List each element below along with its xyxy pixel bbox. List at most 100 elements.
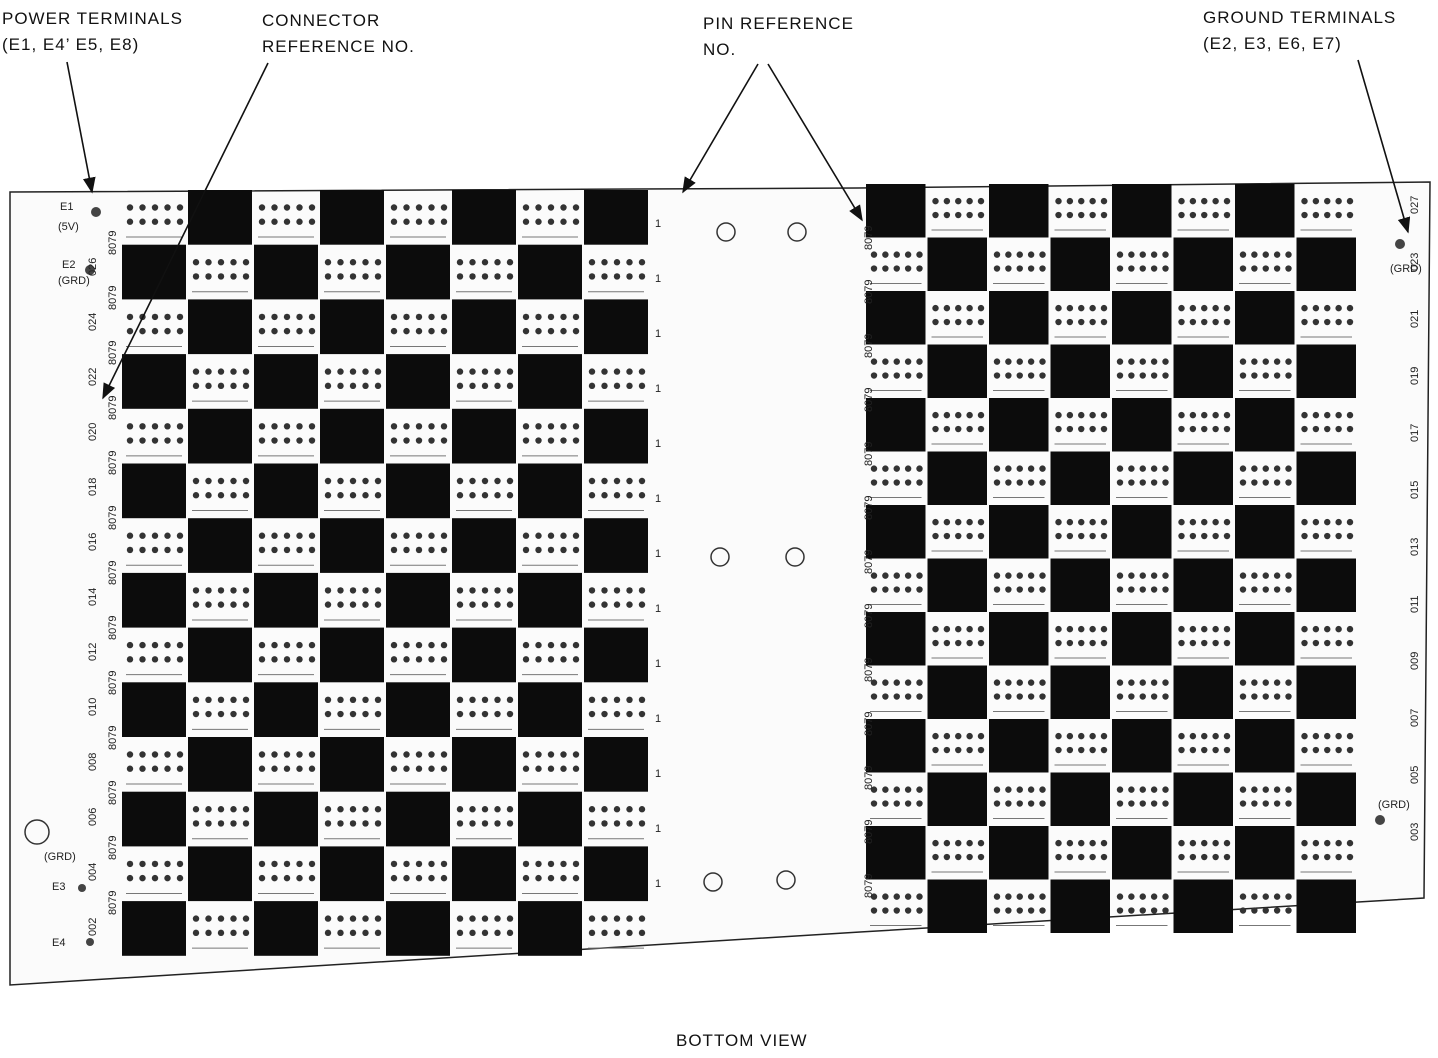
connector-body (1173, 879, 1233, 933)
pin-number-label: 8079 (863, 226, 875, 250)
pin-field (258, 641, 316, 676)
connector-body (386, 463, 450, 519)
pin-field (324, 477, 382, 512)
e4-label: E4 (52, 937, 65, 949)
connector-body (1296, 772, 1356, 826)
bottom-view-caption: BOTTOM VIEW (676, 1031, 808, 1050)
connector-body (188, 518, 252, 573)
pin-field (870, 893, 923, 927)
e1-label: E1 (60, 201, 73, 213)
connector-body (254, 244, 318, 300)
pin-reference-subtitle: NO. (703, 40, 737, 59)
pin-field (258, 423, 316, 457)
connector-body (1296, 558, 1356, 612)
connector-body (1050, 879, 1110, 933)
pin-field (324, 806, 382, 840)
pin-field (456, 806, 514, 840)
pin-number-label: 1 (655, 548, 661, 560)
connector-body (1235, 826, 1295, 880)
pin-field (126, 860, 184, 894)
ground-terminals-callout: GROUND TERMINALS (E2, E3, E6, E7) (1203, 5, 1396, 57)
pin-field (1177, 411, 1231, 445)
pin-field (993, 572, 1046, 606)
pin-field (1300, 304, 1354, 338)
pin-field (931, 197, 985, 231)
pin-number-label: 8079 (863, 874, 875, 898)
pin-field (1177, 625, 1231, 659)
connector-body (1296, 879, 1356, 933)
pin-field (522, 313, 580, 347)
pin-field (192, 477, 250, 512)
connector-body (452, 408, 516, 464)
connector-body (122, 572, 186, 628)
pin-field (993, 358, 1046, 392)
connector-body (1050, 772, 1110, 826)
connector-body (1296, 344, 1356, 398)
e3-type-label: (GRD) (44, 851, 76, 863)
connector-ref-label: 011 (1409, 595, 1421, 613)
pin-number-label: 8079 (107, 286, 119, 310)
pin-field (1177, 732, 1231, 766)
right-connector-grid (866, 184, 1356, 933)
connector-body (1173, 772, 1233, 826)
pin-field (870, 679, 923, 713)
pin-field (1116, 358, 1169, 392)
connector-body (584, 190, 648, 245)
connector-ref-label: 015 (1409, 481, 1421, 499)
connector-body (320, 737, 384, 792)
connector-body (1173, 665, 1233, 719)
pin-number-label: 8079 (107, 396, 119, 420)
connector-body (1050, 558, 1110, 612)
connector-body (989, 826, 1049, 880)
connector-body (927, 237, 987, 291)
connector-body (122, 901, 186, 956)
connector-body (866, 719, 926, 773)
pin-field (1116, 893, 1169, 927)
pin-number-label: 8079 (107, 341, 119, 365)
pin-number-label: 8079 (107, 451, 119, 475)
pin-field (126, 313, 184, 347)
connector-body (320, 846, 384, 902)
pin-field (522, 204, 580, 238)
connector-body (584, 627, 648, 683)
connector-body (1112, 612, 1172, 666)
pin-field (931, 839, 985, 873)
connector-body (320, 518, 384, 573)
connector-body (188, 408, 252, 464)
pin-field (1239, 786, 1292, 820)
connector-body (1235, 505, 1295, 559)
connector-body (927, 665, 987, 719)
connector-ref-label: 014 (87, 588, 99, 606)
pin-field (993, 786, 1046, 820)
connector-body (584, 737, 648, 792)
e2-label: E2 (62, 259, 75, 271)
pin-number-label: 8079 (107, 561, 119, 585)
pin-field (931, 732, 985, 766)
connector-body (518, 901, 582, 956)
pin-field (1239, 679, 1292, 713)
connector-body (122, 354, 186, 409)
pin-field (258, 532, 316, 566)
pin-field (588, 696, 646, 730)
pin-field (1116, 465, 1169, 499)
connector-body (122, 244, 186, 300)
pin-field (870, 572, 923, 606)
pin-field (870, 251, 923, 285)
pin-number-label: 1 (655, 603, 661, 615)
connector-ref-label: 017 (1409, 424, 1421, 442)
pin-number-label: 8079 (863, 442, 875, 466)
connector-body (188, 737, 252, 792)
e7-type-label: (GRD) (1378, 799, 1410, 811)
pin-field (258, 751, 316, 785)
connector-body (866, 398, 926, 452)
pin-field (324, 259, 382, 293)
pin-field (456, 259, 514, 293)
connector-ref-label: 026 (87, 258, 99, 276)
connector-body (1112, 719, 1172, 773)
connector-body (386, 901, 450, 956)
callout-arrows (66, 59, 1411, 400)
pin-field (1300, 411, 1354, 445)
connector-body (989, 398, 1049, 452)
pin-field (522, 751, 580, 785)
